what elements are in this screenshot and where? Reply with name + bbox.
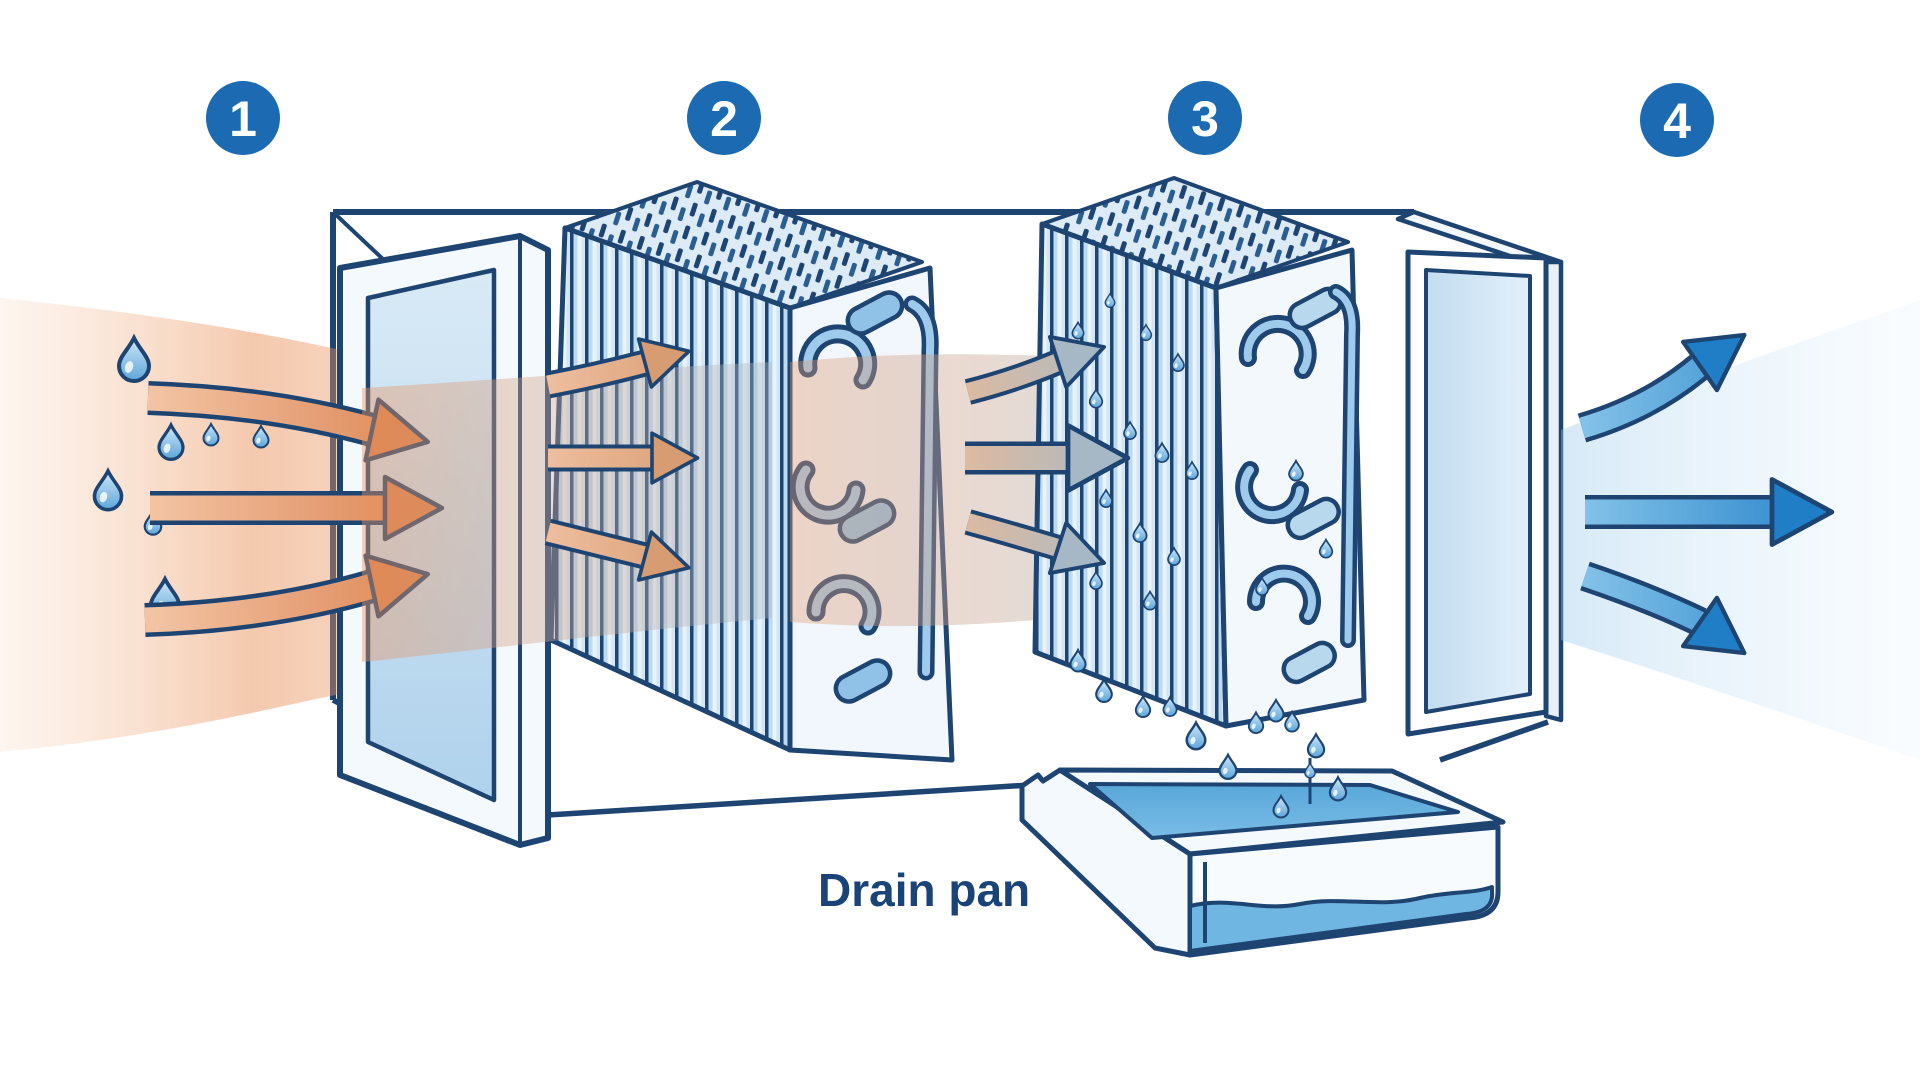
warm-air-arrow-bottom xyxy=(144,544,434,637)
water-droplet-icon xyxy=(1218,753,1238,781)
warm-air-arrow-middle xyxy=(150,477,442,539)
outlet-duct xyxy=(1405,249,1549,737)
warm-air-arrows xyxy=(144,381,442,637)
warm-air-arrow-top xyxy=(147,381,434,472)
filtered-air-arrow-top xyxy=(545,325,698,399)
water-droplet-icon xyxy=(1134,695,1152,718)
water-droplet-icon xyxy=(1185,721,1207,751)
stage-3-number: 3 xyxy=(1191,91,1219,147)
stage-4-circle xyxy=(1640,83,1714,157)
mixed-air-arrow-middle xyxy=(965,425,1128,490)
stage-1-circle xyxy=(206,81,280,155)
mixed-air-arrow-bottom xyxy=(964,509,1115,590)
stage-badges: 1 2 3 4 xyxy=(206,81,1714,157)
warming-air-stream xyxy=(362,362,772,662)
housing-left-lip xyxy=(331,210,388,264)
cool-air-arrows xyxy=(1577,311,1832,677)
stage-badge-2: 2 xyxy=(687,81,761,155)
filtered-air-arrows xyxy=(544,325,700,594)
stage-2-circle xyxy=(687,81,761,155)
filtered-air-arrow-bottom xyxy=(544,518,698,594)
housing-floor-edge xyxy=(547,781,1047,818)
mixed-air-arrow-top xyxy=(964,320,1115,405)
drain-pan xyxy=(1019,758,1506,958)
housing-floor-edge-right xyxy=(1439,719,1549,763)
mixed-air-arrows xyxy=(964,320,1128,590)
stage-3-circle xyxy=(1168,81,1242,155)
drain-pan-water-level xyxy=(1188,885,1495,953)
cool-air-arrow-top xyxy=(1577,311,1761,443)
stage-badge-1: 1 xyxy=(206,81,280,155)
stage-badge-4: 4 xyxy=(1640,83,1714,157)
cool-air-arrow-bottom xyxy=(1580,561,1761,677)
stage-2-number: 2 xyxy=(710,91,738,147)
stage-4-number: 4 xyxy=(1663,93,1691,149)
dry-air-stream xyxy=(1561,300,1920,760)
drain-pan-label: Drain pan xyxy=(818,864,1030,916)
stage-1-number: 1 xyxy=(229,91,257,147)
water-droplet-icon xyxy=(1304,762,1316,779)
filtered-air-arrow-middle xyxy=(548,431,700,485)
duct-opening xyxy=(1424,268,1532,714)
stage-badge-3: 3 xyxy=(1168,81,1242,155)
water-droplet-icon xyxy=(1306,733,1326,759)
cool-air-arrow-middle xyxy=(1585,479,1832,544)
